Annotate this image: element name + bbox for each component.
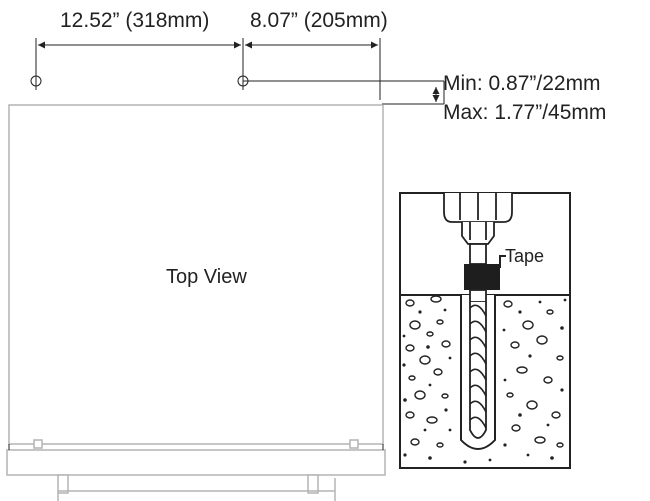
right-hole-spacing-label: 8.07” (205mm) <box>250 9 388 32</box>
tape-band <box>464 264 500 290</box>
concrete-texture <box>405 295 564 448</box>
max-offset-label: Max: 1.77”/45mm <box>443 101 606 124</box>
unit-top-view <box>6 104 386 501</box>
left-hole-spacing-label: 12.52” (318mm) <box>60 9 209 32</box>
edge-offset-dimension <box>382 81 445 105</box>
tape-label: Tape <box>505 246 544 266</box>
tape-leader <box>499 255 506 268</box>
drill-chuck <box>443 193 513 245</box>
mounting-hole-right <box>237 70 444 90</box>
drill-detail-inset <box>399 192 571 469</box>
hole-spacing-dimension <box>35 38 381 100</box>
drill-bit <box>464 243 500 439</box>
mounting-hole-left <box>30 70 42 90</box>
top-view-label: Top View <box>166 266 247 288</box>
min-offset-label: Min: 0.87”/22mm <box>443 72 601 95</box>
concrete-dots <box>402 298 567 464</box>
